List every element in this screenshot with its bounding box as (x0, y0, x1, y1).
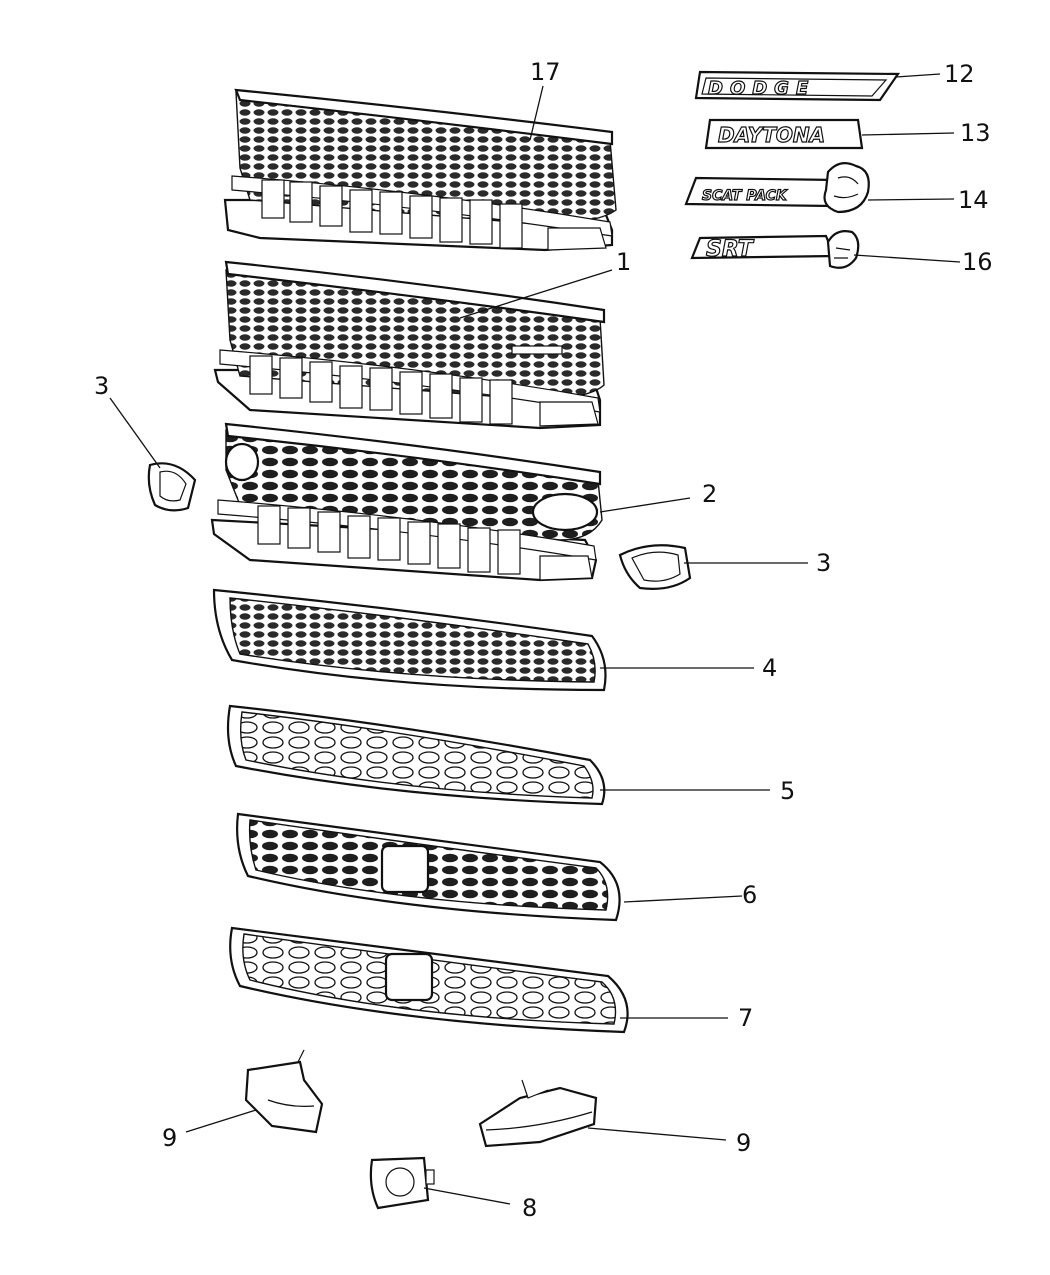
callout-9-left: 9 (162, 1124, 177, 1152)
part-7-grille (229, 926, 629, 1034)
part-6-grille (236, 812, 621, 922)
part-8-cover (369, 1156, 435, 1210)
callout-7: 7 (738, 1004, 753, 1032)
part-4-grille (212, 588, 607, 692)
part-9-bracket-right (478, 1079, 598, 1148)
part-16-srt-emblem: SRT (690, 230, 860, 269)
callout-numbers: 17 1 3 2 3 4 5 6 7 9 9 8 12 13 14 16 (94, 58, 993, 1222)
callout-8: 8 (522, 1194, 537, 1222)
callout-14: 14 (958, 186, 989, 214)
part-5-grille (226, 704, 606, 806)
callout-13: 13 (960, 119, 991, 147)
part-1-grille-assembly (213, 260, 606, 430)
callout-6: 6 (742, 881, 757, 909)
part-3-fog-bezel-left (147, 462, 197, 512)
part-13-daytona-emblem: DAYTONA (704, 118, 864, 150)
callout-2: 2 (702, 480, 717, 508)
callout-5: 5 (780, 777, 795, 805)
part-2-grille-assembly (210, 422, 603, 582)
callout-9-right: 9 (736, 1129, 751, 1157)
srt-emblem-text: SRT (706, 237, 755, 262)
callout-16: 16 (962, 248, 993, 276)
leader-lines (109, 73, 961, 1205)
daytona-emblem-text: DAYTONA (718, 123, 825, 147)
scatpack-emblem-text: SCAT PACK (702, 188, 788, 204)
part-9-bracket-left (244, 1049, 324, 1134)
dodge-emblem-text: DODGE (708, 78, 815, 99)
callout-3-right: 3 (816, 549, 831, 577)
callout-3-left: 3 (94, 372, 109, 400)
part-14-scatpack-emblem: SCAT PACK (684, 161, 870, 214)
callout-1: 1 (616, 248, 631, 276)
part-17-grille-assembly (223, 88, 617, 252)
callout-12: 12 (944, 60, 975, 88)
part-12-dodge-emblem: DODGE (694, 70, 901, 102)
callout-17: 17 (530, 58, 561, 86)
part-3-fog-bezel-right (618, 544, 692, 590)
callout-4: 4 (762, 654, 777, 682)
